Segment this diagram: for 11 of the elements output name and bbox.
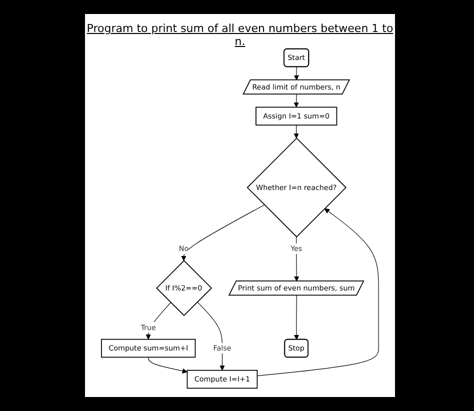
arrow [294,94,299,108]
arrow [148,356,188,374]
arrow [294,66,300,80]
arrow [197,302,225,371]
arrow [294,295,300,340]
arrow [181,204,265,261]
arrow [146,302,172,340]
arrow [256,208,379,376]
title: Program to print sum of all even numbers between 1 to n. [86,22,394,48]
arrow [294,236,300,282]
arrow [294,124,299,138]
